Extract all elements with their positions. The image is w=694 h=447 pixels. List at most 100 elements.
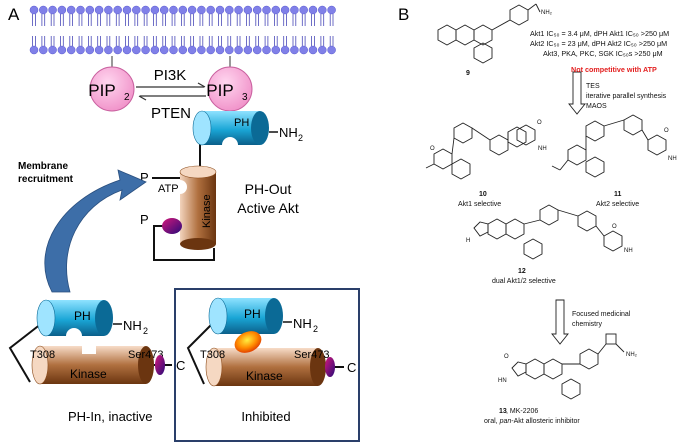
lipid-head	[104, 45, 113, 55]
nh2-inactive: NH	[123, 318, 142, 333]
lipid-head	[290, 5, 299, 15]
panel-a-label: A	[8, 5, 20, 24]
lipid-head	[159, 5, 169, 15]
lipid-head	[150, 5, 160, 15]
step1-line2: iterative parallel synthesis	[586, 93, 667, 100]
inhibited-frame	[174, 288, 360, 442]
pi3k-label: PI3K	[154, 67, 187, 84]
nh2-active-sub: 2	[298, 133, 303, 143]
lipid-head	[94, 45, 104, 55]
lipid-head	[39, 45, 48, 55]
lipid-head	[252, 5, 262, 15]
recruitment-label-2: recruitment	[18, 174, 74, 185]
lipid-head	[66, 45, 76, 55]
lipid-head	[262, 5, 271, 15]
atp-label: ATP	[158, 183, 179, 195]
lipid-head	[234, 45, 243, 55]
compound-13-structure	[511, 333, 625, 400]
lipid-head	[29, 45, 39, 55]
lipid-head	[318, 5, 327, 15]
compound-10-structure	[425, 122, 536, 180]
kinase-domain-inactive: Kinase	[31, 345, 154, 385]
lipid-head	[76, 45, 85, 55]
lipid-head	[66, 5, 76, 15]
atom-o-12: O	[612, 224, 617, 230]
cmp12-desc: dual Akt1/2 selective	[492, 278, 556, 285]
lipid-head	[29, 5, 39, 15]
lipid-head	[327, 5, 336, 15]
lipid-head	[318, 45, 327, 55]
ser473-label-inhibited: Ser473	[294, 349, 329, 361]
lipid-head	[197, 5, 206, 15]
lipid-head	[280, 5, 290, 15]
cmp11-desc: Akt2 selective	[596, 201, 639, 208]
kinase-label-inactive: Kinase	[70, 367, 107, 381]
cmp13-desc1: oral,	[484, 418, 500, 425]
atom-h-12: H	[466, 238, 470, 244]
pi3k-pten-arrows	[136, 82, 206, 101]
lipid-head	[150, 45, 160, 55]
atom-hn-13: HN	[498, 378, 507, 384]
active-label-2: Active Akt	[237, 200, 299, 216]
compound-11-structure	[551, 114, 667, 178]
cmp9-label: 9	[466, 70, 470, 77]
lipid-head	[271, 45, 281, 55]
lipid-head	[122, 5, 132, 15]
lipid-head	[85, 5, 95, 15]
lipid-head	[178, 45, 188, 55]
lipid-head	[141, 5, 150, 15]
nh2-active: NH	[279, 125, 298, 140]
lipid-head	[262, 45, 271, 55]
step1-line3: MAOS	[586, 103, 607, 110]
inhibitor-molecule	[234, 331, 262, 353]
pip3-sub: 3	[242, 92, 248, 103]
lipid-head	[225, 45, 234, 55]
cmp10-num: 10	[479, 191, 487, 198]
pip2-node: PIP 2	[88, 56, 135, 112]
lipid-head	[271, 5, 281, 15]
lipid-head	[48, 45, 57, 55]
lipid-head	[57, 5, 67, 15]
cmp11-num: 11	[614, 191, 622, 198]
atom-nh2-13: NH₂	[626, 352, 638, 358]
inactive-caption: PH-In, inactive	[68, 409, 153, 424]
lipid-head	[48, 5, 57, 15]
lipid-head	[327, 45, 336, 55]
lipid-head	[57, 45, 67, 55]
ser473-label-inactive: Ser473	[128, 349, 163, 361]
t308-label-inactive: T308	[30, 349, 55, 361]
inactive-akt: PH NH 2 Kinase T308 Ser473 C	[8, 299, 185, 385]
lipid-head	[169, 45, 178, 55]
atom-o-10b: O	[537, 120, 542, 126]
compound-12-structure	[473, 204, 623, 260]
kinase-label-active: Kinase	[201, 194, 213, 228]
lipid-head	[113, 5, 122, 15]
nh2-inhibited: NH	[293, 316, 312, 331]
nh2-inhibited-sub: 2	[313, 324, 318, 334]
atom-o-13: O	[504, 354, 509, 360]
panel-b: 9 NH₂ 10 Akt1 selective	[425, 3, 667, 425]
ph-label-inhibited: PH	[244, 307, 261, 321]
lipid-head	[132, 5, 141, 15]
lipid-head	[215, 5, 225, 15]
atom-nh-10: NH	[538, 146, 547, 152]
cmp12-num: 12	[518, 268, 526, 275]
compound-9-structure	[437, 3, 541, 64]
lipid-head	[234, 5, 243, 15]
pten-label: PTEN	[151, 105, 191, 122]
ph-domain-active: PH	[192, 110, 269, 146]
kinase-domain-active: Kinase	[179, 165, 217, 250]
ic-line-2: Akt2 IC₅₀ = 23 μM, dPH Akt2 IC₅₀ >250 μM	[530, 39, 667, 48]
recruitment-arrow	[44, 169, 147, 293]
cmp13-name: , MK-2206	[506, 408, 538, 415]
ic-line-1: Akt1 IC₅₀ = 3.4 μM, dPH Akt1 IC₅₀ >250 μ…	[530, 29, 669, 38]
lipid-head	[141, 45, 150, 55]
step1-line1: TES	[586, 83, 600, 90]
kinase-label-inhibited: Kinase	[246, 369, 283, 383]
cmp13-num: 13	[499, 408, 507, 415]
pip2-text: PIP	[88, 81, 115, 100]
lipid-head	[85, 45, 95, 55]
lipid-head	[187, 5, 197, 15]
nh2-inactive-sub: 2	[143, 326, 148, 336]
